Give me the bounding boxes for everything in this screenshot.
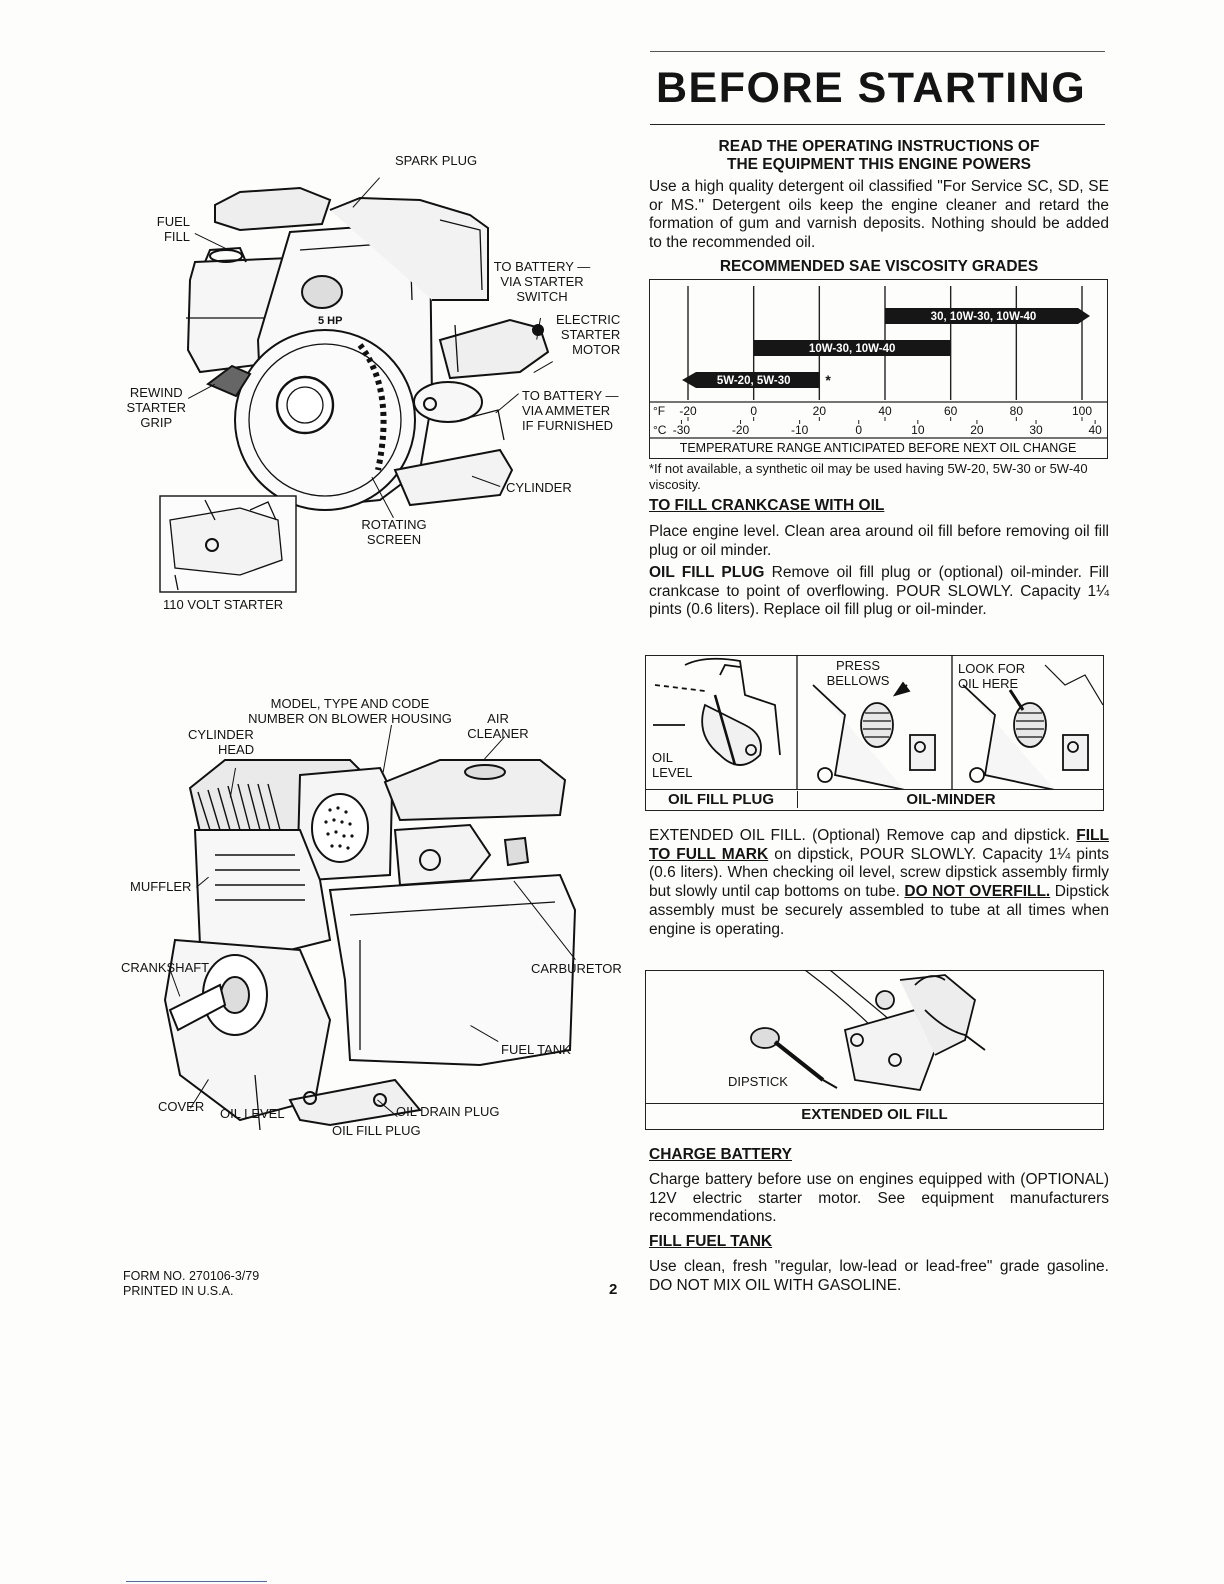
f-tick-6: 100	[1072, 404, 1092, 418]
oil-fill-drawings	[653, 655, 1104, 790]
fill-crankcase-heading: TO FILL CRANKCASE WITH OIL	[649, 497, 885, 514]
f-tick-3: 40	[878, 404, 892, 418]
detergent-oil-paragraph: Use a high quality detergent oil classif…	[649, 178, 1109, 252]
label-crankshaft: CRANKSHAFT	[121, 960, 210, 975]
caption-divider	[645, 789, 1104, 790]
engine-bottom-drawing	[163, 759, 577, 1131]
viscosity-chart-svg: 30, 10W-30, 10W-40 10W-30, 10W-40 5W-20, 5…	[650, 286, 1107, 455]
dipstick-figure-frame	[645, 970, 1104, 1130]
caption-oil-fill-plug: OIL FILL PLUG	[667, 791, 775, 808]
charge-battery-paragraph: Charge battery before use on engines equ…	[649, 1171, 1109, 1226]
title-rule-top	[650, 51, 1105, 52]
viscosity-bar-note-2: *	[825, 372, 831, 388]
dipstick-figure: DIPSTICK EXTENDED OIL FILL	[645, 970, 1104, 1130]
fill-to-full-mark: FILL TO FULL MARK	[649, 827, 1109, 863]
caption-oil-minder: OIL-MINDER	[797, 791, 1104, 808]
c-tick-7: 40	[1088, 423, 1102, 437]
oil-fill-plug-paragraph: OIL FILL PLUG Remove oil fill plug or (o…	[649, 564, 1109, 620]
dipstick-caption-divider	[645, 1103, 1104, 1104]
label-cylinder: CYLINDER	[506, 480, 572, 495]
f-tick-4: 60	[944, 404, 958, 418]
synthetic-oil-footnote: *If not available, a synthetic oil may b…	[649, 461, 1088, 492]
form-number: FORM NO. 270106-3/79 PRINTED IN U.S.A.	[123, 1269, 260, 1298]
label-oil-fill-plug: OIL FILL PLUG	[332, 1123, 421, 1138]
c-tick-3: 0	[855, 423, 862, 437]
label-cover: COVER	[158, 1099, 205, 1114]
label-oil-level: OIL LEVEL	[220, 1106, 285, 1121]
charge-battery-heading: CHARGE BATTERY	[649, 1146, 792, 1163]
oil-fill-plug-text: Remove oil fill plug or (optional) oil-m…	[649, 564, 1109, 619]
read-instructions-heading: READ THE OPERATING INSTRUCTIONS OF THE E…	[718, 138, 1040, 173]
c-tick-4: 10	[911, 423, 925, 437]
viscosity-heading: RECOMMENDED SAE VISCOSITY GRADES	[719, 258, 1039, 275]
viscosity-bar-label-2: 5W-20, 5W-30	[717, 375, 791, 387]
c-tick-0: -30	[673, 423, 691, 437]
c-tick-1: -20	[732, 423, 750, 437]
viscosity-bar-1	[753, 340, 951, 356]
viscosity-bar-label-0: 30, 10W-30, 10W-40	[931, 311, 1037, 323]
chart-xlabel: TEMPERATURE RANGE ANTICIPATED BEFORE NEX…	[680, 441, 1077, 455]
label-carburetor: CARBURETOR	[531, 961, 622, 976]
fill-fuel-tank-paragraph: Use clean, fresh "regular, low-lead or l…	[649, 1258, 1109, 1294]
label-fuel-tank: FUEL TANK	[501, 1042, 571, 1057]
bottom-edge-line	[126, 1581, 267, 1582]
engine-top-drawing: 5 HP	[159, 186, 550, 593]
f-tick-1: 0	[750, 404, 757, 418]
f-tick-5: 80	[1010, 404, 1024, 418]
f-tick-2: 20	[813, 404, 827, 418]
c-tick-5: 20	[970, 423, 984, 437]
caption-extended-oil-fill: EXTENDED OIL FILL	[801, 1106, 948, 1123]
svg-text:5 HP: 5 HP	[318, 315, 342, 327]
viscosity-bar-label-1: 10W-30, 10W-40	[809, 343, 895, 355]
dipstick-drawing	[750, 970, 986, 1092]
extended-oil-fill-paragraph: EXTENDED OIL FILL. (Optional) Remove cap…	[649, 827, 1109, 938]
page-title: BEFORE STARTING	[656, 64, 1087, 112]
label-110-volt-starter: 110 VOLT STARTER	[163, 597, 284, 612]
label-dipstick: DIPSTICK	[728, 1074, 788, 1089]
do-not-overfill: DO NOT OVERFILL.	[904, 883, 1051, 901]
title-rule-bottom	[650, 124, 1105, 125]
f-tick-0: -20	[679, 404, 697, 418]
viscosity-bar-0	[885, 308, 1090, 324]
fill-fuel-tank-heading: FILL FUEL TANK	[649, 1233, 773, 1250]
viscosity-bar-2	[682, 372, 820, 388]
label-muffler: MUFFLER	[130, 879, 192, 894]
oil-fill-plug-lead: OIL FILL PLUG	[649, 564, 765, 581]
label-spark-plug: SPARK PLUG	[395, 153, 478, 168]
c-tick-6: 30	[1029, 423, 1043, 437]
viscosity-chart: 30, 10W-30, 10W-40 10W-30, 10W-40 5W-20, 5…	[649, 279, 1108, 459]
oil-fill-figure-frame	[645, 655, 1104, 811]
f-unit-label: °F	[653, 404, 665, 418]
c-tick-2: -10	[791, 423, 809, 437]
c-unit-label: °C	[653, 423, 667, 437]
label-oil-drain-plug: OIL DRAIN PLUG	[396, 1104, 500, 1119]
fill-crankcase-paragraph: Place engine level. Clean area around oi…	[649, 523, 1109, 559]
page-number: 2	[609, 1281, 618, 1298]
